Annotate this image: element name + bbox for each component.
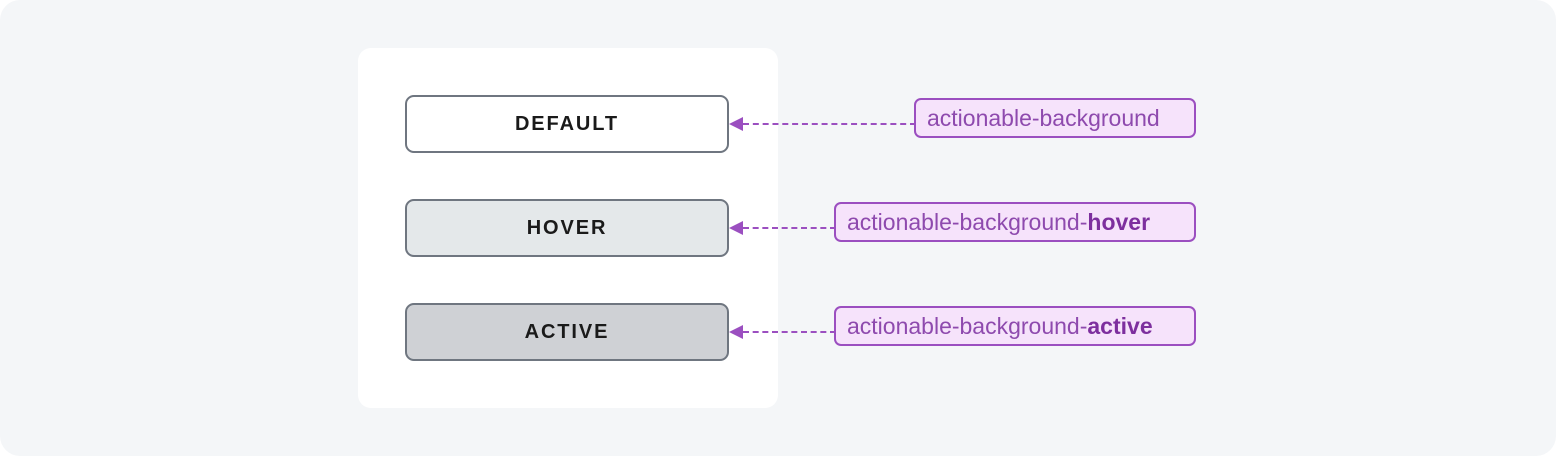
arrow-head-icon — [729, 117, 743, 131]
state-button-active[interactable]: ACTIVE — [405, 303, 729, 361]
token-suffix-text: hover — [1087, 208, 1151, 235]
token-pill-hover[interactable]: actionable-background-hover — [834, 202, 1196, 242]
token-base-text: actionable-background — [927, 104, 1160, 131]
token-suffix-text: active — [1087, 312, 1153, 339]
arrow-head-icon — [729, 325, 743, 339]
state-button-default[interactable]: DEFAULT — [405, 95, 729, 153]
token-pill-active[interactable]: actionable-background-active — [834, 306, 1196, 346]
token-pill-default[interactable]: actionable-background — [914, 98, 1196, 138]
state-row-active: ACTIVE actionable-background-active — [0, 303, 1556, 361]
state-button-hover[interactable]: HOVER — [405, 199, 729, 257]
token-base-text: actionable-background- — [847, 312, 1088, 339]
token-base-text: actionable-background- — [847, 208, 1088, 235]
connector-default — [729, 117, 916, 131]
connector-active — [729, 325, 836, 339]
arrow-head-icon — [729, 221, 743, 235]
connector-hover — [729, 221, 836, 235]
state-row-default: DEFAULT actionable-background — [0, 95, 1556, 153]
state-row-hover: HOVER actionable-background-hover — [0, 199, 1556, 257]
dashed-line — [743, 123, 916, 125]
dashed-line — [743, 331, 836, 333]
dashed-line — [743, 227, 836, 229]
